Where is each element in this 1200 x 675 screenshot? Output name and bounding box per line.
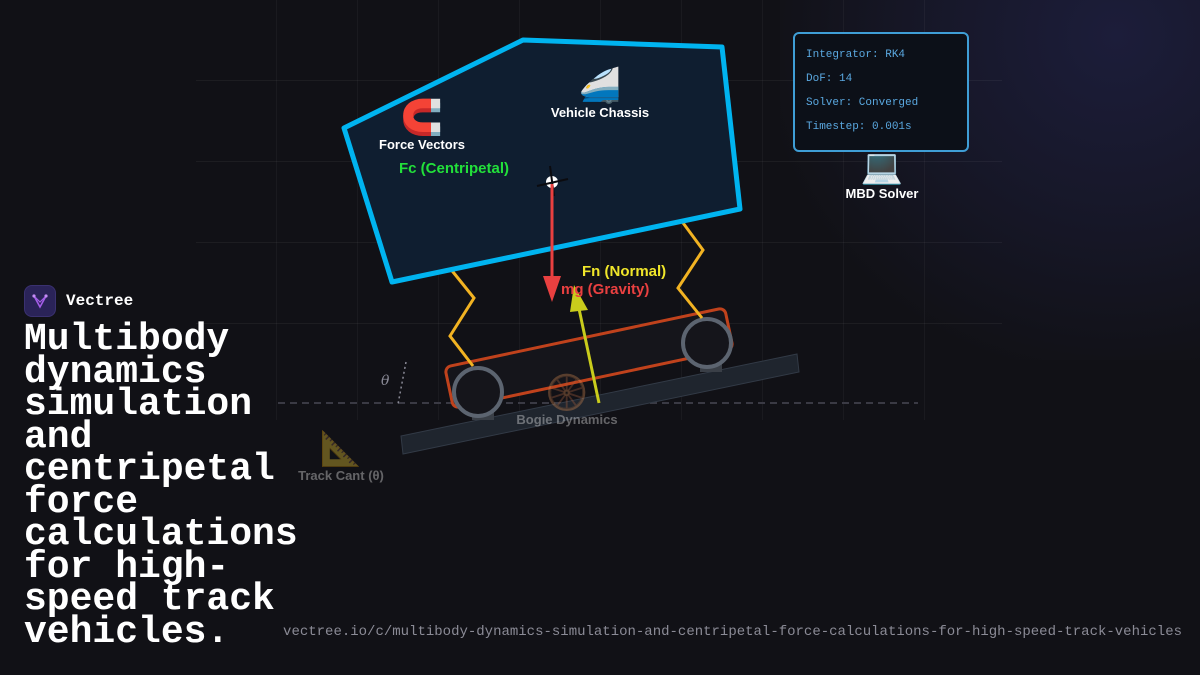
- dof-readout: DoF: 14: [806, 73, 853, 85]
- vehicle-chassis-label: Vehicle Chassis: [550, 105, 650, 120]
- spring-left: [443, 261, 476, 367]
- force-vectors-node: 🧲 Force Vectors: [379, 99, 465, 152]
- magnet-icon: 🧲: [400, 99, 444, 137]
- train-icon: 🚄: [578, 67, 622, 105]
- cant-angle-symbol: θ: [381, 373, 390, 389]
- vectree-logo-icon: [24, 285, 56, 317]
- mbd-solver-node: 💻 MBD Solver: [846, 148, 919, 201]
- wheel-icon: 🛞: [545, 374, 589, 412]
- track-cant-label: Track Cant (θ): [298, 468, 384, 483]
- brand: Vectree: [24, 285, 133, 317]
- vehicle-chassis-node: 🚄 Vehicle Chassis: [551, 67, 649, 120]
- bogie-dynamics-label: Bogie Dynamics: [516, 412, 618, 427]
- gravity-force-label: mg (Gravity): [561, 281, 650, 298]
- track-cant-node: 📐 Track Cant (θ): [298, 430, 384, 483]
- centripetal-force-label: Fc (Centripetal): [399, 160, 510, 177]
- triangle-ruler-icon: 📐: [319, 430, 363, 468]
- normal-force-vector-head: [570, 285, 588, 312]
- vehicle-chassis-body: [341, 37, 743, 285]
- mbd-solver-label: MBD Solver: [845, 186, 919, 201]
- brand-name: Vectree: [66, 292, 134, 310]
- wheel-right: [681, 317, 733, 369]
- timestep-readout: Timestep: 0.001s: [806, 121, 912, 133]
- integrator-readout: Integrator: RK4: [806, 49, 906, 61]
- page-title: Multibody dynamics simulation and centri…: [24, 318, 298, 654]
- normal-force-vector: [576, 303, 601, 404]
- gravity-vector-head: [543, 276, 561, 302]
- cant-angle-marker: [397, 361, 407, 405]
- page-url[interactable]: vectree.io/c/multibody-dynamics-simulati…: [283, 624, 1182, 640]
- force-vectors-label: Force Vectors: [379, 137, 465, 152]
- normal-force-label: Fn (Normal): [582, 263, 667, 280]
- laptop-icon: 💻: [860, 148, 904, 186]
- bogie-dynamics-node: 🛞 Bogie Dynamics: [516, 374, 617, 427]
- track-rail: [400, 353, 800, 455]
- solver-status-readout: Solver: Converged: [806, 97, 919, 109]
- spring-right: [673, 211, 705, 319]
- wheel-left: [452, 366, 504, 418]
- solver-info-panel: Integrator: RK4 DoF: 14 Solver: Converge…: [793, 32, 969, 152]
